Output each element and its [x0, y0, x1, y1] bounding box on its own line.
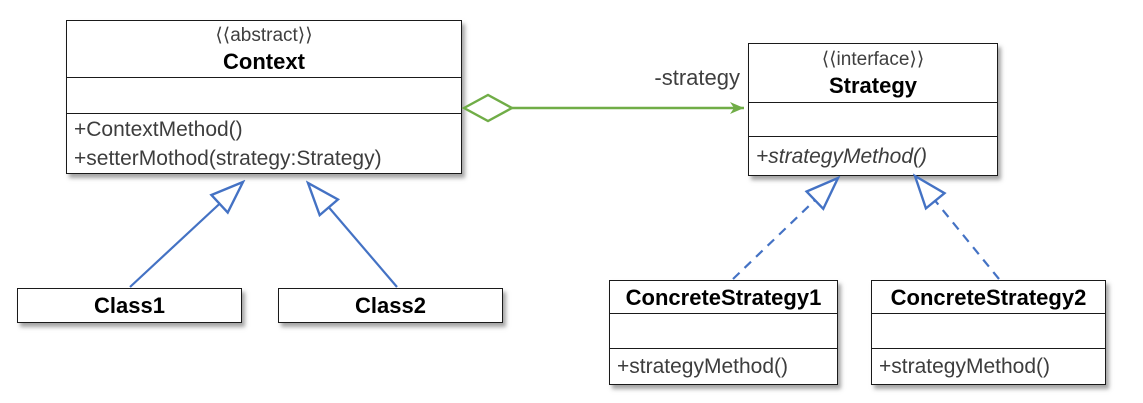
strategy-title: Strategy: [828, 72, 918, 98]
generalization-edge-class1-context: [129, 182, 243, 288]
strategy-stereotype: ⟨⟨interface⟩⟩: [821, 48, 925, 70]
concretestrategy1-title: ConcreteStrategy1: [625, 284, 822, 310]
aggregation-edge-context-strategy: [461, 93, 744, 123]
concretestrategy2-methods: +strategyMethod(): [872, 348, 1105, 384]
realization-edge-concretestrategy1-strategy: [732, 178, 838, 280]
class-box-class1: Class1: [17, 288, 242, 323]
strategy-attributes-empty: [749, 103, 997, 136]
context-method-2: +setterMothod(strategy:Strategy): [74, 146, 382, 170]
concretestrategy2-title: ConcreteStrategy2: [890, 284, 1087, 310]
strategy-method-1: +strategyMethod(): [756, 144, 927, 168]
aggregation-role-label: -strategy: [654, 65, 740, 90]
aggregation-diamond-icon: [461, 93, 515, 123]
context-attributes-empty: [67, 78, 461, 113]
context-stereotype: ⟨⟨abstract⟩⟩: [215, 24, 313, 46]
concretestrategy1-method-1: +strategyMethod(): [617, 355, 788, 378]
class-box-concretestrategy2: ConcreteStrategy2 +strategyMethod(): [871, 280, 1106, 385]
class1-title: Class1: [94, 293, 165, 318]
concretestrategy1-header: ConcreteStrategy1: [610, 281, 837, 314]
context-methods: +ContextMethod() +setterMothod(strategy:…: [67, 113, 461, 173]
concretestrategy2-method-1: +strategyMethod(): [879, 355, 1050, 378]
class-box-context: ⟨⟨abstract⟩⟩ Context +ContextMethod() +s…: [66, 20, 462, 174]
strategy-methods: +strategyMethod(): [749, 136, 997, 175]
context-title: Context: [223, 48, 305, 74]
concretestrategy1-methods: +strategyMethod(): [610, 348, 837, 384]
generalization-edge-class2-context: [308, 183, 398, 288]
realization-edge-concretestrategy2-strategy: [915, 176, 1000, 280]
class-box-strategy: ⟨⟨interface⟩⟩ Strategy +strategyMethod(): [748, 43, 998, 176]
context-header: ⟨⟨abstract⟩⟩ Context: [67, 21, 461, 78]
class2-title: Class2: [355, 293, 426, 318]
strategy-header: ⟨⟨interface⟩⟩ Strategy: [749, 44, 997, 103]
concretestrategy1-attributes-empty: [610, 314, 837, 348]
concretestrategy2-header: ConcreteStrategy2: [872, 281, 1105, 314]
concretestrategy2-attributes-empty: [872, 314, 1105, 348]
class-box-class2: Class2: [278, 288, 503, 323]
context-method-1: +ContextMethod(): [74, 117, 243, 141]
class-box-concretestrategy1: ConcreteStrategy1 +strategyMethod(): [609, 280, 838, 385]
